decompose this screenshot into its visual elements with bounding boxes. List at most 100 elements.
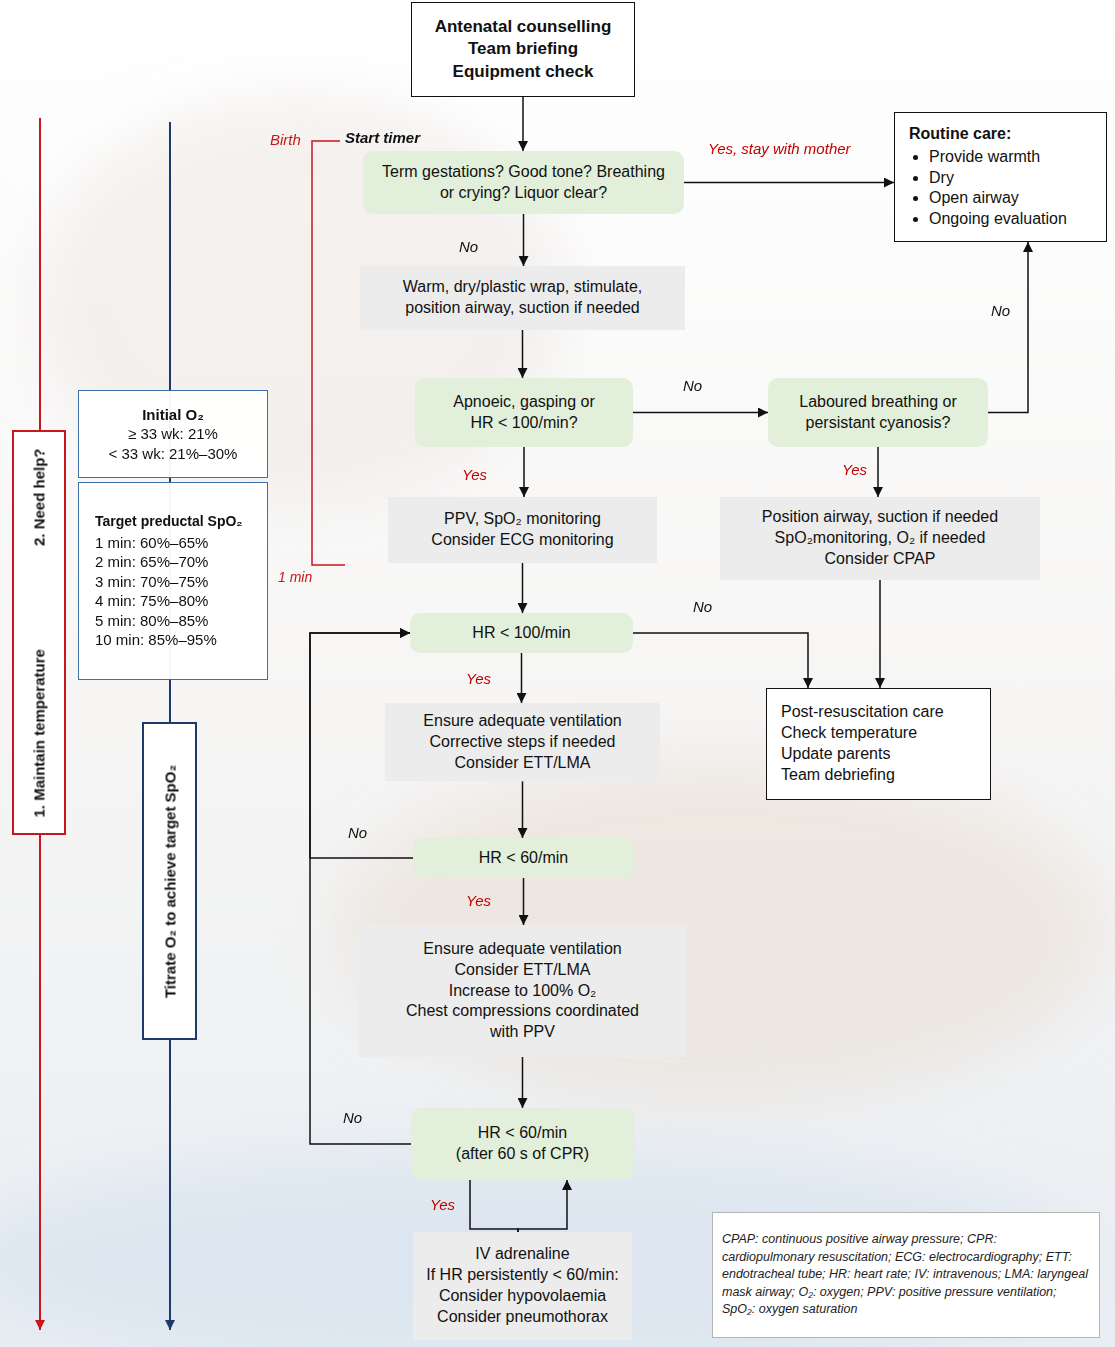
box-text: Check temperature [781, 723, 917, 744]
box-text: Target preductal SpO₂ [95, 512, 243, 530]
flow-arrow [633, 633, 808, 688]
decision-box: HR < 60/min [413, 838, 634, 878]
box-text: SpO₂monitoring, O₂ if needed [775, 528, 986, 549]
timeline-label: 1 min [278, 569, 312, 586]
flow-arrow [522, 330, 524, 378]
flow-arrow [523, 447, 525, 497]
flow-arrow [523, 878, 525, 925]
box-text: Team briefing [468, 38, 578, 60]
box-text: Consider ETT/LMA [454, 960, 590, 981]
box-text: Equipment check [453, 61, 594, 83]
timer-bracket [312, 141, 345, 565]
flow-arrow [522, 1057, 524, 1108]
side-band: 1. Maintain temperature 2. Need help? [12, 430, 66, 835]
box-text: Apnoeic, gasping or HR < 100/min? [445, 392, 603, 434]
flow-arrow [522, 97, 524, 151]
box-text: Consider hypovolaemia [439, 1286, 606, 1307]
box-text: If HR persistently < 60/min: [426, 1265, 619, 1286]
flow-arrow [470, 1180, 518, 1232]
box-text: Term gestations? Good tone? Breathing or… [377, 162, 670, 204]
edge-label: Yes, stay with mother [708, 140, 851, 158]
flow-arrow [877, 447, 879, 497]
decision-box: HR < 60/min(after 60 s of CPR) [411, 1108, 634, 1180]
box-text: Update parents [781, 744, 890, 765]
bullet-item: Dry [929, 168, 1067, 189]
edge-label: No [693, 598, 712, 616]
process-box: Ensure adequate ventilationConsider ETT/… [358, 925, 687, 1057]
box-text: Ensure adequate ventilation [423, 939, 621, 960]
routine-box: Routine care:Provide warmthDryOpen airwa… [894, 112, 1107, 242]
box-text: Ensure adequate ventilation [423, 711, 621, 732]
edge-label: No [348, 824, 367, 842]
flow-arrow [879, 580, 881, 688]
box-text: Chest compressions coordinated with PPV [398, 1001, 647, 1043]
side-band: Titrate O₂ to achieve target SpO₂ [142, 722, 197, 1040]
box-text: HR < 60/min [478, 1123, 567, 1144]
edge-label: No [459, 238, 478, 256]
edge-label: No [343, 1109, 362, 1127]
box-heading: Routine care: [909, 124, 1011, 145]
edge-label: Yes [462, 466, 487, 484]
box-text: 4 min: 75%–80% [95, 591, 208, 611]
abbreviation-note: CPAP: continuous positive airway pressur… [712, 1212, 1100, 1338]
process-box: Position airway, suction if neededSpO₂mo… [720, 497, 1040, 580]
rotated-text-row: Titrate O₂ to achieve target SpO₂ [144, 724, 195, 1038]
flow-arrow [633, 412, 768, 414]
decision-box: HR < 100/min [410, 613, 633, 653]
box-text: ≥ 33 wk: 21% [128, 424, 218, 444]
edge-label: No [991, 302, 1010, 320]
rotated-text-row: 1. Maintain temperature 2. Need help? [14, 432, 64, 833]
box-text: Initial O₂ [142, 405, 204, 425]
edge-label: Yes [842, 461, 867, 479]
band-text: 1. Maintain temperature [29, 649, 49, 817]
start-box: Antenatal counsellingTeam briefingEquipm… [411, 2, 635, 97]
box-text: Antenatal counselling [435, 16, 612, 38]
decision-box: Laboured breathing or persistant cyanosi… [768, 378, 988, 447]
box-text: 2 min: 65%–70% [95, 552, 208, 572]
flow-arrow [523, 214, 525, 266]
decision-box: Term gestations? Good tone? Breathing or… [363, 151, 684, 214]
box-text: Position airway, suction if needed [762, 507, 998, 528]
target-box: Target preductal SpO₂ 1 min: 60%–65%2 min… [78, 482, 268, 680]
timeline-label: Birth [270, 131, 301, 149]
box-text: 10 min: 85%–95% [95, 630, 217, 650]
process-box: Warm, dry/plastic wrap, stimulate, posit… [360, 266, 685, 330]
band-text: 2. Need help? [29, 448, 49, 546]
box-text: < 33 wk: 21%–30% [109, 444, 238, 464]
flow-arrow [518, 1180, 567, 1232]
box-text: 1 min: 60%–65% [95, 533, 208, 553]
decision-box: Apnoeic, gasping or HR < 100/min? [415, 378, 633, 447]
flow-arrow [684, 182, 894, 184]
box-text: PPV, SpO₂ monitoring [444, 509, 601, 530]
blurred-photo [0, 100, 1100, 1347]
timeline-label: Start timer [345, 129, 420, 147]
end-box: Post-resuscitation careCheck temperature… [766, 688, 991, 800]
box-text: Warm, dry/plastic wrap, stimulate, posit… [386, 277, 659, 319]
process-box: Ensure adequate ventilationCorrective st… [385, 703, 660, 781]
bullet-list: Provide warmthDryOpen airwayOngoing eval… [909, 147, 1067, 230]
photo-hand [340, 760, 1100, 1100]
process-box: PPV, SpO₂ monitoringConsider ECG monitor… [388, 497, 657, 563]
box-text: IV adrenaline [475, 1244, 569, 1265]
box-text: Post-resuscitation care [781, 702, 944, 723]
oxygen-box: Initial O₂≥ 33 wk: 21%< 33 wk: 21%–30% [78, 390, 268, 478]
band-text: Titrate O₂ to achieve target SpO₂ [160, 764, 180, 997]
box-text: Corrective steps if needed [430, 732, 616, 753]
bullet-item: Provide warmth [929, 147, 1067, 168]
bullet-item: Ongoing evaluation [929, 209, 1067, 230]
flow-arrow [521, 653, 523, 703]
box-text: Increase to 100% O₂ [449, 981, 597, 1002]
box-text: HR < 100/min [472, 623, 570, 644]
box-text: Consider CPAP [825, 549, 936, 570]
edge-label: Yes [430, 1196, 455, 1214]
box-text: Laboured breathing or persistant cyanosi… [792, 392, 964, 434]
box-text: (after 60 s of CPR) [456, 1144, 589, 1165]
box-text: 3 min: 70%–75% [95, 572, 208, 592]
box-text: 5 min: 80%–85% [95, 611, 208, 631]
flow-arrow [988, 242, 1028, 413]
edge-label: No [683, 377, 702, 395]
edge-label: Yes [466, 670, 491, 688]
box-text: HR < 60/min [479, 848, 568, 869]
bullet-item: Open airway [929, 188, 1067, 209]
